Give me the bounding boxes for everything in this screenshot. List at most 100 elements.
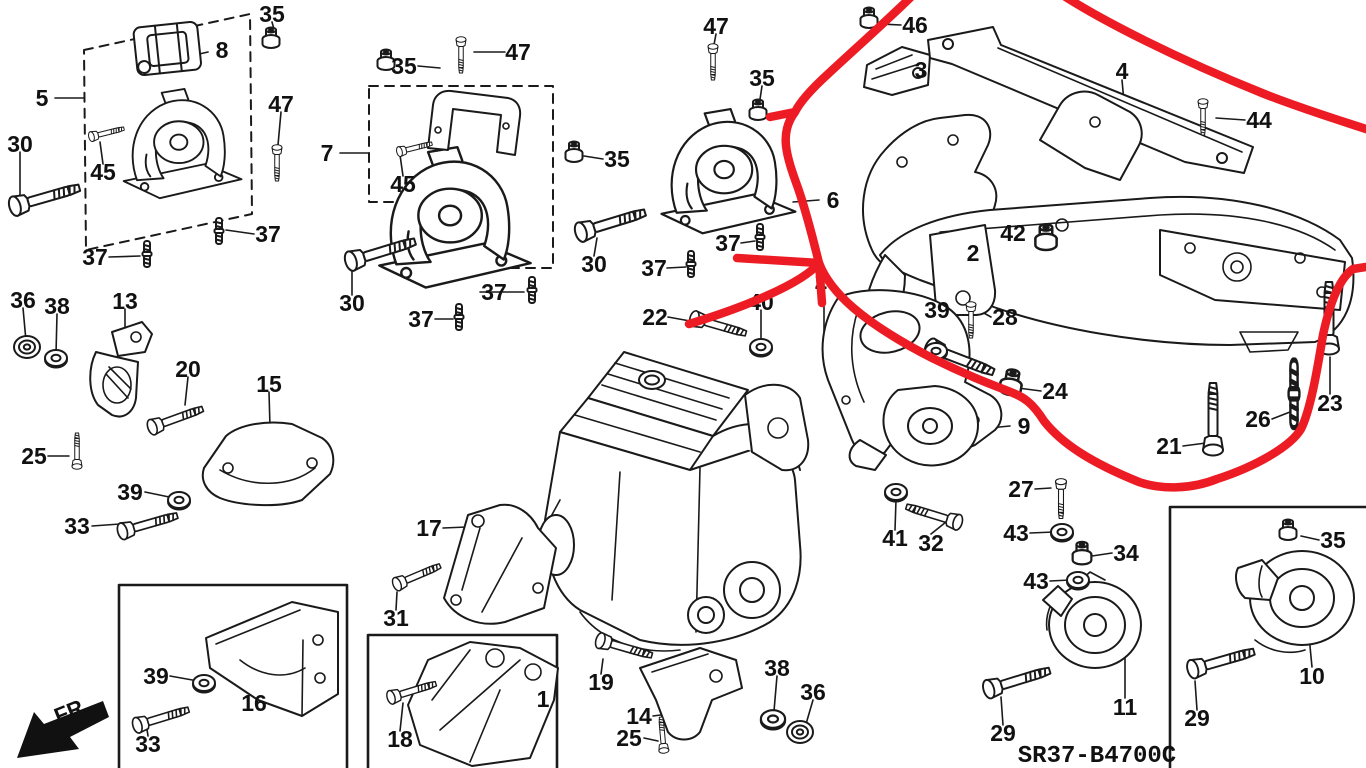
washer-43-icon xyxy=(1050,523,1074,543)
bolt-32-icon xyxy=(903,498,966,533)
bolt-29-icon xyxy=(980,660,1054,701)
part-callout-30-4: 30 xyxy=(7,131,33,157)
part-callout-22-29: 22 xyxy=(642,304,668,330)
stud-37-icon xyxy=(754,223,766,251)
part-callout-45-11: 45 xyxy=(390,171,416,197)
part-callout-37-14: 37 xyxy=(481,279,507,305)
part-callout-39-55: 39 xyxy=(117,479,143,505)
washer-39-icon xyxy=(192,674,216,694)
part-callout-35-46: 35 xyxy=(1320,527,1346,553)
part-callout-26-44: 26 xyxy=(1245,406,1271,432)
part-callout-35-18: 35 xyxy=(749,65,775,91)
part-callout-10-47: 10 xyxy=(1299,663,1325,689)
part-callout-31-61: 31 xyxy=(383,605,409,631)
mounting-stay-3 xyxy=(863,46,931,96)
engine-mount-6 xyxy=(660,108,797,235)
part-callout-29-48: 29 xyxy=(1184,705,1210,731)
engine-mount-5 xyxy=(122,87,243,200)
bolt-33-icon xyxy=(129,701,192,736)
stud-37-icon xyxy=(526,276,538,304)
washer-38-icon xyxy=(759,709,787,731)
part-callout-35-9: 35 xyxy=(391,53,417,79)
nut-35-icon xyxy=(748,98,768,121)
part-callout-1-63: 1 xyxy=(537,686,550,712)
part-callout-11-41: 11 xyxy=(1113,694,1138,720)
bolt-30-icon xyxy=(571,201,649,245)
part-callout-14-65: 14 xyxy=(626,703,652,729)
bolt-31-icon xyxy=(389,558,444,593)
mount-10 xyxy=(1235,550,1355,654)
highlight-bottom-right xyxy=(814,258,1366,492)
part-callout-43-40: 43 xyxy=(1023,568,1049,594)
highlight-loop xyxy=(684,0,1366,492)
bolt-20-icon xyxy=(144,400,207,438)
nut-35-icon xyxy=(564,140,584,163)
part-callout-30-13: 30 xyxy=(339,290,365,316)
bolt-28-icon xyxy=(965,301,977,339)
part-callout-36-68: 36 xyxy=(800,679,826,705)
part-callout-7-10: 7 xyxy=(321,140,334,166)
bolt-47-icon xyxy=(455,36,467,74)
part-callout-44-25: 44 xyxy=(1246,107,1272,133)
part-callout-43-38: 43 xyxy=(1003,520,1029,546)
stud-26-icon xyxy=(1289,360,1300,428)
highlight-left-side xyxy=(765,0,914,268)
bracket-16 xyxy=(205,601,339,717)
part-callout-5-2: 5 xyxy=(36,85,49,111)
part-callout-35-0: 35 xyxy=(259,1,285,27)
bracket-13 xyxy=(89,321,153,418)
part-callout-24-33: 24 xyxy=(1042,378,1068,404)
bracket-7-cap xyxy=(427,89,522,156)
part-callout-32-36: 32 xyxy=(918,530,944,556)
part-callout-20-52: 20 xyxy=(175,356,201,382)
part-callout-3-23: 3 xyxy=(915,57,928,83)
bolt-29-icon xyxy=(1184,641,1258,681)
grommet-36-icon xyxy=(13,335,41,359)
nut-35-icon xyxy=(261,26,281,49)
part-callout-41-35: 41 xyxy=(882,525,908,551)
grommet-36-icon xyxy=(786,720,814,744)
part-callout-25-54: 25 xyxy=(21,443,47,469)
part-callout-46-22: 46 xyxy=(902,12,928,38)
part-callout-4-24: 4 xyxy=(1116,58,1129,84)
part-callout-17-60: 17 xyxy=(416,515,442,541)
part-callout-36-49: 36 xyxy=(10,287,36,313)
washer-41-icon xyxy=(884,483,908,503)
front-beam-2 xyxy=(862,90,1355,353)
nut-46-icon xyxy=(859,6,879,29)
part-callout-37-21: 37 xyxy=(641,255,667,281)
mount-11 xyxy=(1042,571,1142,669)
part-callout-18-62: 18 xyxy=(387,726,413,752)
stud-37-icon xyxy=(453,303,465,331)
part-callout-47-3: 47 xyxy=(268,91,294,117)
part-callout-23-45: 23 xyxy=(1317,390,1343,416)
mount-15 xyxy=(201,421,335,507)
part-callout-8-1: 8 xyxy=(216,37,229,63)
bracket-hole xyxy=(502,122,510,130)
part-callout-39-57: 39 xyxy=(143,663,169,689)
bracket-17 xyxy=(443,503,557,625)
nut-34-icon xyxy=(1071,540,1093,566)
part-callout-37-15: 37 xyxy=(408,306,434,332)
part-callout-30-16: 30 xyxy=(581,251,607,277)
bracket-1 xyxy=(407,641,559,767)
part-callout-19-64: 19 xyxy=(588,669,614,695)
stud-37-icon xyxy=(685,250,697,278)
part-callout-37-20: 37 xyxy=(715,230,741,256)
part-callout-9-34: 9 xyxy=(1018,413,1031,439)
diagram-code: SR37-B4700C xyxy=(1018,743,1176,768)
part-callout-29-42: 29 xyxy=(990,720,1016,746)
part-callout-39-31: 39 xyxy=(924,297,950,323)
part-callout-28-32: 28 xyxy=(992,304,1018,330)
washer-39-icon xyxy=(167,491,191,511)
bolt-27-icon xyxy=(1054,478,1068,520)
part-callout-42-26: 42 xyxy=(1000,220,1026,246)
bolt-47-icon xyxy=(271,144,283,182)
nut-42-icon xyxy=(1034,223,1058,252)
part-callout-25-66: 25 xyxy=(616,725,642,751)
highlight-top-diagonal xyxy=(1062,0,1366,134)
fr-arrow-icon xyxy=(17,701,109,758)
bracket-hole xyxy=(434,126,442,134)
